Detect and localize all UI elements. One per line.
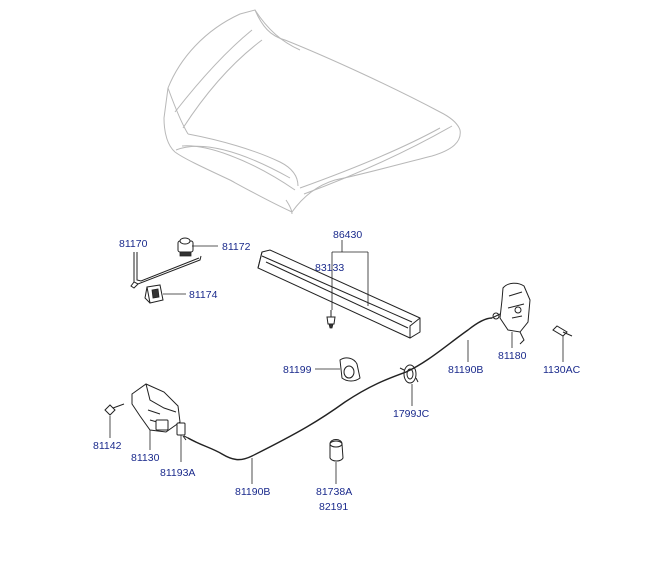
- grommet-1799JC: [399, 364, 419, 384]
- label-81130[interactable]: 81130: [131, 452, 160, 464]
- clip-81193A: [176, 422, 187, 441]
- release-handle-81130: [131, 383, 181, 433]
- label-81172[interactable]: 81172: [222, 241, 251, 253]
- label-1130AC[interactable]: 1130AC: [543, 364, 581, 376]
- hood-panel: [163, 9, 461, 215]
- label-83133[interactable]: 83133: [315, 262, 344, 274]
- label-86430[interactable]: 86430: [333, 229, 362, 241]
- label-81174[interactable]: 81174: [189, 289, 218, 301]
- label-81193A[interactable]: 81193A: [160, 467, 195, 479]
- label-82191[interactable]: 82191: [319, 501, 348, 513]
- label-81738A[interactable]: 81738A: [316, 486, 352, 498]
- holder-81174: [144, 284, 164, 304]
- bolt-1130AC: [552, 325, 573, 337]
- bolt-81142: [104, 403, 125, 416]
- label-81142[interactable]: 81142: [93, 440, 122, 452]
- label-81180[interactable]: 81180: [498, 350, 527, 362]
- label-81199[interactable]: 81199: [283, 364, 312, 376]
- latch-81180: [499, 282, 531, 345]
- support-rod-81170: [130, 252, 202, 289]
- release-cable-81190B: [183, 312, 501, 461]
- cable-clamp-81199: [339, 357, 361, 382]
- weatherstrip-86430: [257, 249, 421, 339]
- leader-lines: [109, 240, 564, 484]
- label-81190B-bottom[interactable]: 81190B: [235, 486, 270, 498]
- label-81190B-top[interactable]: 81190B: [448, 364, 483, 376]
- clip-83133: [326, 310, 336, 329]
- grommet-81172: [177, 237, 194, 257]
- bumper-81738A: [329, 439, 344, 462]
- label-1799JC[interactable]: 1799JC: [393, 408, 430, 420]
- part-labels: 86430 83133 81170 81172 81174 81199 1799…: [93, 229, 581, 513]
- label-81170[interactable]: 81170: [119, 238, 148, 250]
